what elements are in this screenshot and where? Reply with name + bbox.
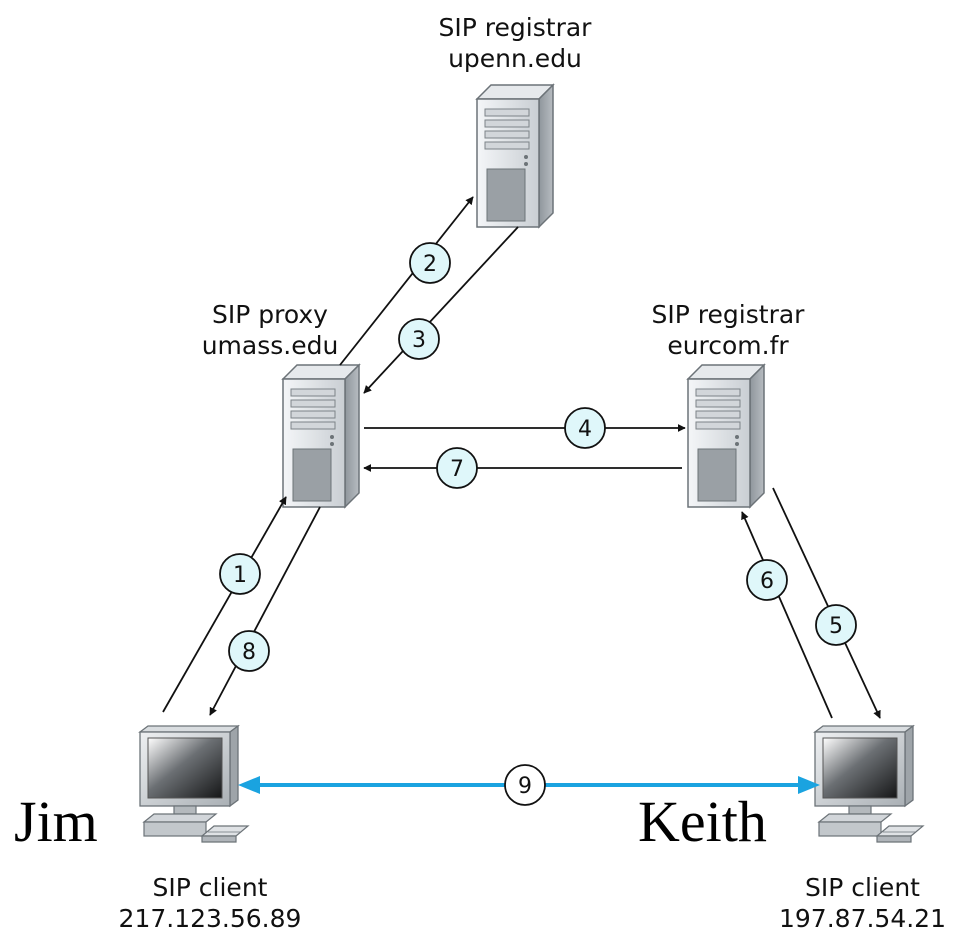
step-number-3: 3 bbox=[412, 328, 426, 353]
client-keith-ip: 197.87.54.21 bbox=[779, 904, 946, 933]
registrar-upenn-title: SIP registrar bbox=[438, 13, 592, 42]
client-jim-ip: 217.123.56.89 bbox=[118, 904, 302, 933]
registrar-upenn-domain: upenn.edu bbox=[448, 44, 582, 73]
step-badge-2: 2 bbox=[409, 242, 451, 284]
proxy-umass-domain: umass.edu bbox=[201, 331, 339, 360]
step-number-6: 6 bbox=[760, 569, 774, 594]
client-keith-title: SIP client bbox=[805, 873, 920, 902]
step-number-2: 2 bbox=[423, 252, 437, 277]
registrar-eurcom-domain: eurcom.fr bbox=[667, 331, 789, 360]
message-arrows bbox=[162, 196, 881, 719]
step-badge-1: 1 bbox=[219, 553, 261, 595]
server-umass-icon bbox=[282, 364, 360, 508]
client-jim-title: SIP client bbox=[152, 873, 268, 902]
step-number-1: 1 bbox=[233, 563, 247, 588]
server-upenn-icon bbox=[476, 84, 554, 228]
step-number-8: 8 bbox=[242, 640, 256, 665]
registrar-upenn-label: SIP registrar upenn.edu bbox=[405, 12, 625, 74]
person-jim: Jim bbox=[14, 789, 98, 854]
registrar-eurcom-title: SIP registrar bbox=[651, 300, 805, 329]
client-keith-label: SIP client 197.87.54.21 bbox=[760, 872, 965, 934]
arrow-step-5 bbox=[772, 487, 881, 719]
arrow-step-2 bbox=[339, 196, 474, 366]
step-badge-8: 8 bbox=[228, 630, 270, 672]
arrow-step-1 bbox=[162, 496, 287, 713]
step-number-9: 9 bbox=[518, 774, 532, 799]
registrar-eurcom-label: SIP registrar eurcom.fr bbox=[618, 299, 838, 361]
server-eurcom-icon bbox=[687, 364, 765, 508]
client-jim-label: SIP client 217.123.56.89 bbox=[100, 872, 320, 934]
arrow-step-3 bbox=[363, 226, 519, 394]
arrow-step-8 bbox=[209, 506, 321, 716]
computer-keith-icon bbox=[814, 725, 924, 843]
step-badge-9: 9 bbox=[504, 764, 546, 806]
step-badge-4: 4 bbox=[564, 407, 606, 449]
step-badge-5: 5 bbox=[815, 604, 857, 646]
step-number-5: 5 bbox=[829, 614, 843, 639]
step-number-4: 4 bbox=[578, 417, 592, 442]
step-badges: 1 8 2 3 4 7 6 5 bbox=[219, 242, 857, 806]
step-badge-6: 6 bbox=[746, 559, 788, 601]
proxy-umass-title: SIP proxy bbox=[212, 300, 328, 329]
step-badge-7: 7 bbox=[436, 447, 478, 489]
computer-jim-icon bbox=[139, 725, 249, 843]
step-number-7: 7 bbox=[450, 457, 464, 482]
proxy-umass-label: SIP proxy umass.edu bbox=[170, 299, 370, 361]
person-keith: Keith bbox=[638, 789, 767, 854]
arrow-step-6 bbox=[741, 511, 833, 719]
step-badge-3: 3 bbox=[398, 318, 440, 360]
